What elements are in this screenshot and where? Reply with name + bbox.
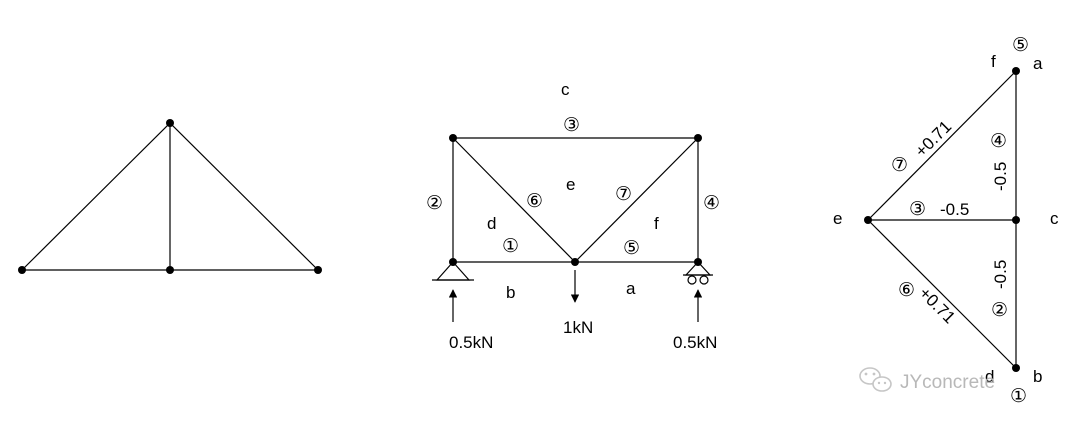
truss-b-node bbox=[571, 258, 579, 266]
space-label-f: f bbox=[654, 214, 659, 233]
watermark: JYconcrete bbox=[859, 367, 995, 393]
force-point bbox=[864, 216, 872, 224]
truss-a bbox=[18, 119, 322, 274]
force-value-6: +0.71 bbox=[915, 283, 959, 327]
space-label-b: b bbox=[506, 283, 515, 302]
member-label-4: ④ bbox=[703, 192, 720, 214]
truss-b: c e d f b a ③ ② ④ ⑥ ⑦ ① ⑤ 0.5kN 1kN 0.5k… bbox=[426, 80, 720, 352]
center-load-label: 1kN bbox=[563, 318, 593, 337]
wechat-icon bbox=[859, 367, 892, 392]
space-label-a: a bbox=[626, 279, 636, 298]
point-label-b: b bbox=[1033, 367, 1042, 386]
force-value-4: -0.5 bbox=[991, 162, 1010, 191]
force-member-label-3: ③ bbox=[909, 198, 926, 220]
point-label-e: e bbox=[833, 209, 842, 228]
force-member-label-2: ② bbox=[991, 299, 1008, 321]
force-member-label-1: ① bbox=[1010, 385, 1027, 407]
force-diagram: f a e c d b ⑤ ⑦ ④ ③ ⑥ ② ① +0.71 +0.71 -0… bbox=[833, 34, 1059, 407]
force-member-label-6: ⑥ bbox=[898, 279, 915, 301]
truss-a-left-rafter bbox=[21, 122, 171, 271]
point-label-d: d bbox=[985, 367, 994, 386]
member-7 bbox=[574, 137, 699, 263]
force-member-label-5: ⑤ bbox=[1012, 34, 1029, 56]
point-label-c: c bbox=[1050, 209, 1059, 228]
space-label-e: e bbox=[566, 175, 575, 194]
truss-a-node bbox=[314, 266, 322, 274]
point-label-a: a bbox=[1033, 54, 1043, 73]
truss-b-node bbox=[694, 134, 702, 142]
member-label-3: ③ bbox=[563, 114, 580, 136]
point-label-f: f bbox=[991, 52, 996, 71]
force-member-label-7: ⑦ bbox=[891, 154, 908, 176]
force-member-label-4: ④ bbox=[990, 130, 1007, 152]
space-label-c: c bbox=[561, 80, 570, 99]
left-reaction-label: 0.5kN bbox=[449, 333, 493, 352]
member-label-1: ① bbox=[502, 235, 519, 257]
space-label-d: d bbox=[487, 214, 496, 233]
force-value-2: -0.5 bbox=[991, 260, 1010, 289]
truss-b-node bbox=[449, 134, 457, 142]
truss-a-node bbox=[18, 266, 26, 274]
truss-a-right-rafter bbox=[169, 122, 319, 271]
roller-support-icon bbox=[683, 261, 713, 285]
force-line-6 bbox=[867, 219, 1017, 369]
member-label-7: ⑦ bbox=[615, 183, 632, 205]
force-line-7 bbox=[867, 70, 1017, 221]
force-point bbox=[1012, 67, 1020, 75]
force-value-3: -0.5 bbox=[940, 200, 969, 219]
force-point bbox=[1012, 364, 1020, 372]
member-label-6: ⑥ bbox=[526, 190, 543, 212]
truss-a-node bbox=[166, 266, 174, 274]
truss-a-node bbox=[166, 119, 174, 127]
force-point bbox=[1012, 216, 1020, 224]
member-label-5: ⑤ bbox=[623, 237, 640, 259]
member-6 bbox=[452, 137, 576, 263]
pin-support-icon bbox=[432, 261, 474, 281]
right-reaction-label: 0.5kN bbox=[673, 333, 717, 352]
watermark-text: JYconcrete bbox=[900, 372, 995, 393]
member-label-2: ② bbox=[426, 192, 443, 214]
